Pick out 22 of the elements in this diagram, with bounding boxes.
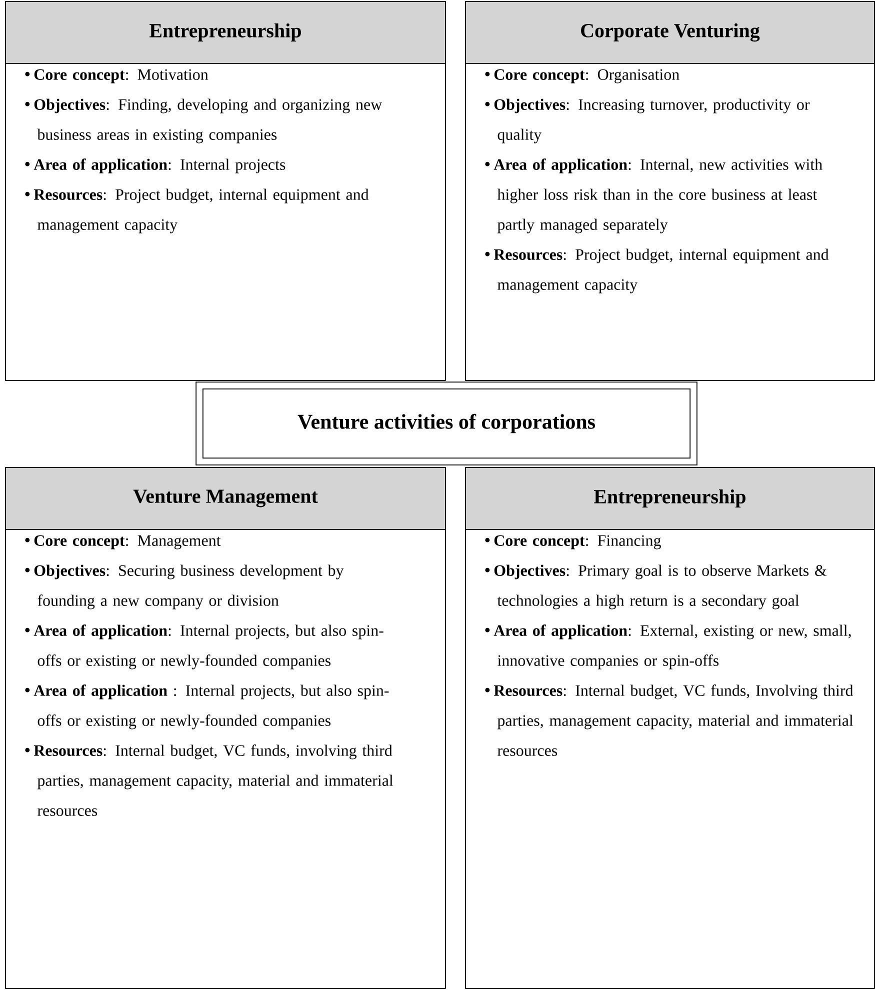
bullet-item: Area of application : Internal projects, but also spin-offs or existing or newly-founded companies <box>25 684 389 730</box>
bullet-item: Objectives: Increasing turnover, productivity or quality <box>485 98 810 144</box>
bullet-item: Area of application: Internal projects, but also spin-offs or existing or newly-founded companies <box>25 624 384 670</box>
panel-header: Entrepreneurship <box>465 467 875 530</box>
panel-header: Venture Management <box>5 467 446 530</box>
bullet-item: Core concept: Management <box>25 535 221 550</box>
bullet-item: Resources: Internal budget, VC funds, Involving third parties, management capacity, material and immaterial resources <box>485 684 854 756</box>
bullet-item: Objectives: Primary goal is to observe Markets & technologies a high return is a secondary goal <box>485 564 827 610</box>
bullet-item: Resources: Project budget, internal equipment and management capacity <box>485 248 829 294</box>
bullet-item: Core concept: Motivation <box>25 69 208 84</box>
bullet-item: Core concept: Organisation <box>485 69 680 84</box>
panel-header: Corporate Venturing <box>465 1 875 64</box>
title-box: Venture activities of corporations <box>196 382 698 466</box>
bullet-item: Core concept: Financing <box>485 535 661 550</box>
bullet-item: Area of application: Internal, new activities with higher loss risk than in the core business at least partly managed separately <box>485 158 822 234</box>
panel-header: Entrepreneurship <box>5 1 446 64</box>
bullet-item: Objectives: Securing business development by founding a new company or division <box>25 564 344 610</box>
bullet-item: Area of application: Internal projects <box>25 158 286 174</box>
bullet-item: Resources: Project budget, internal equipment and management capacity <box>25 188 369 234</box>
bullet-item: Objectives: Finding, developing and organizing new business areas in existing companies <box>25 98 382 144</box>
bullet-item: Area of application: External, existing or new, small, innovative companies or spin-offs <box>485 624 851 670</box>
bullet-item: Resources: Internal budget, VC funds, involving third parties, management capacity, material and immaterial resources <box>25 744 394 816</box>
